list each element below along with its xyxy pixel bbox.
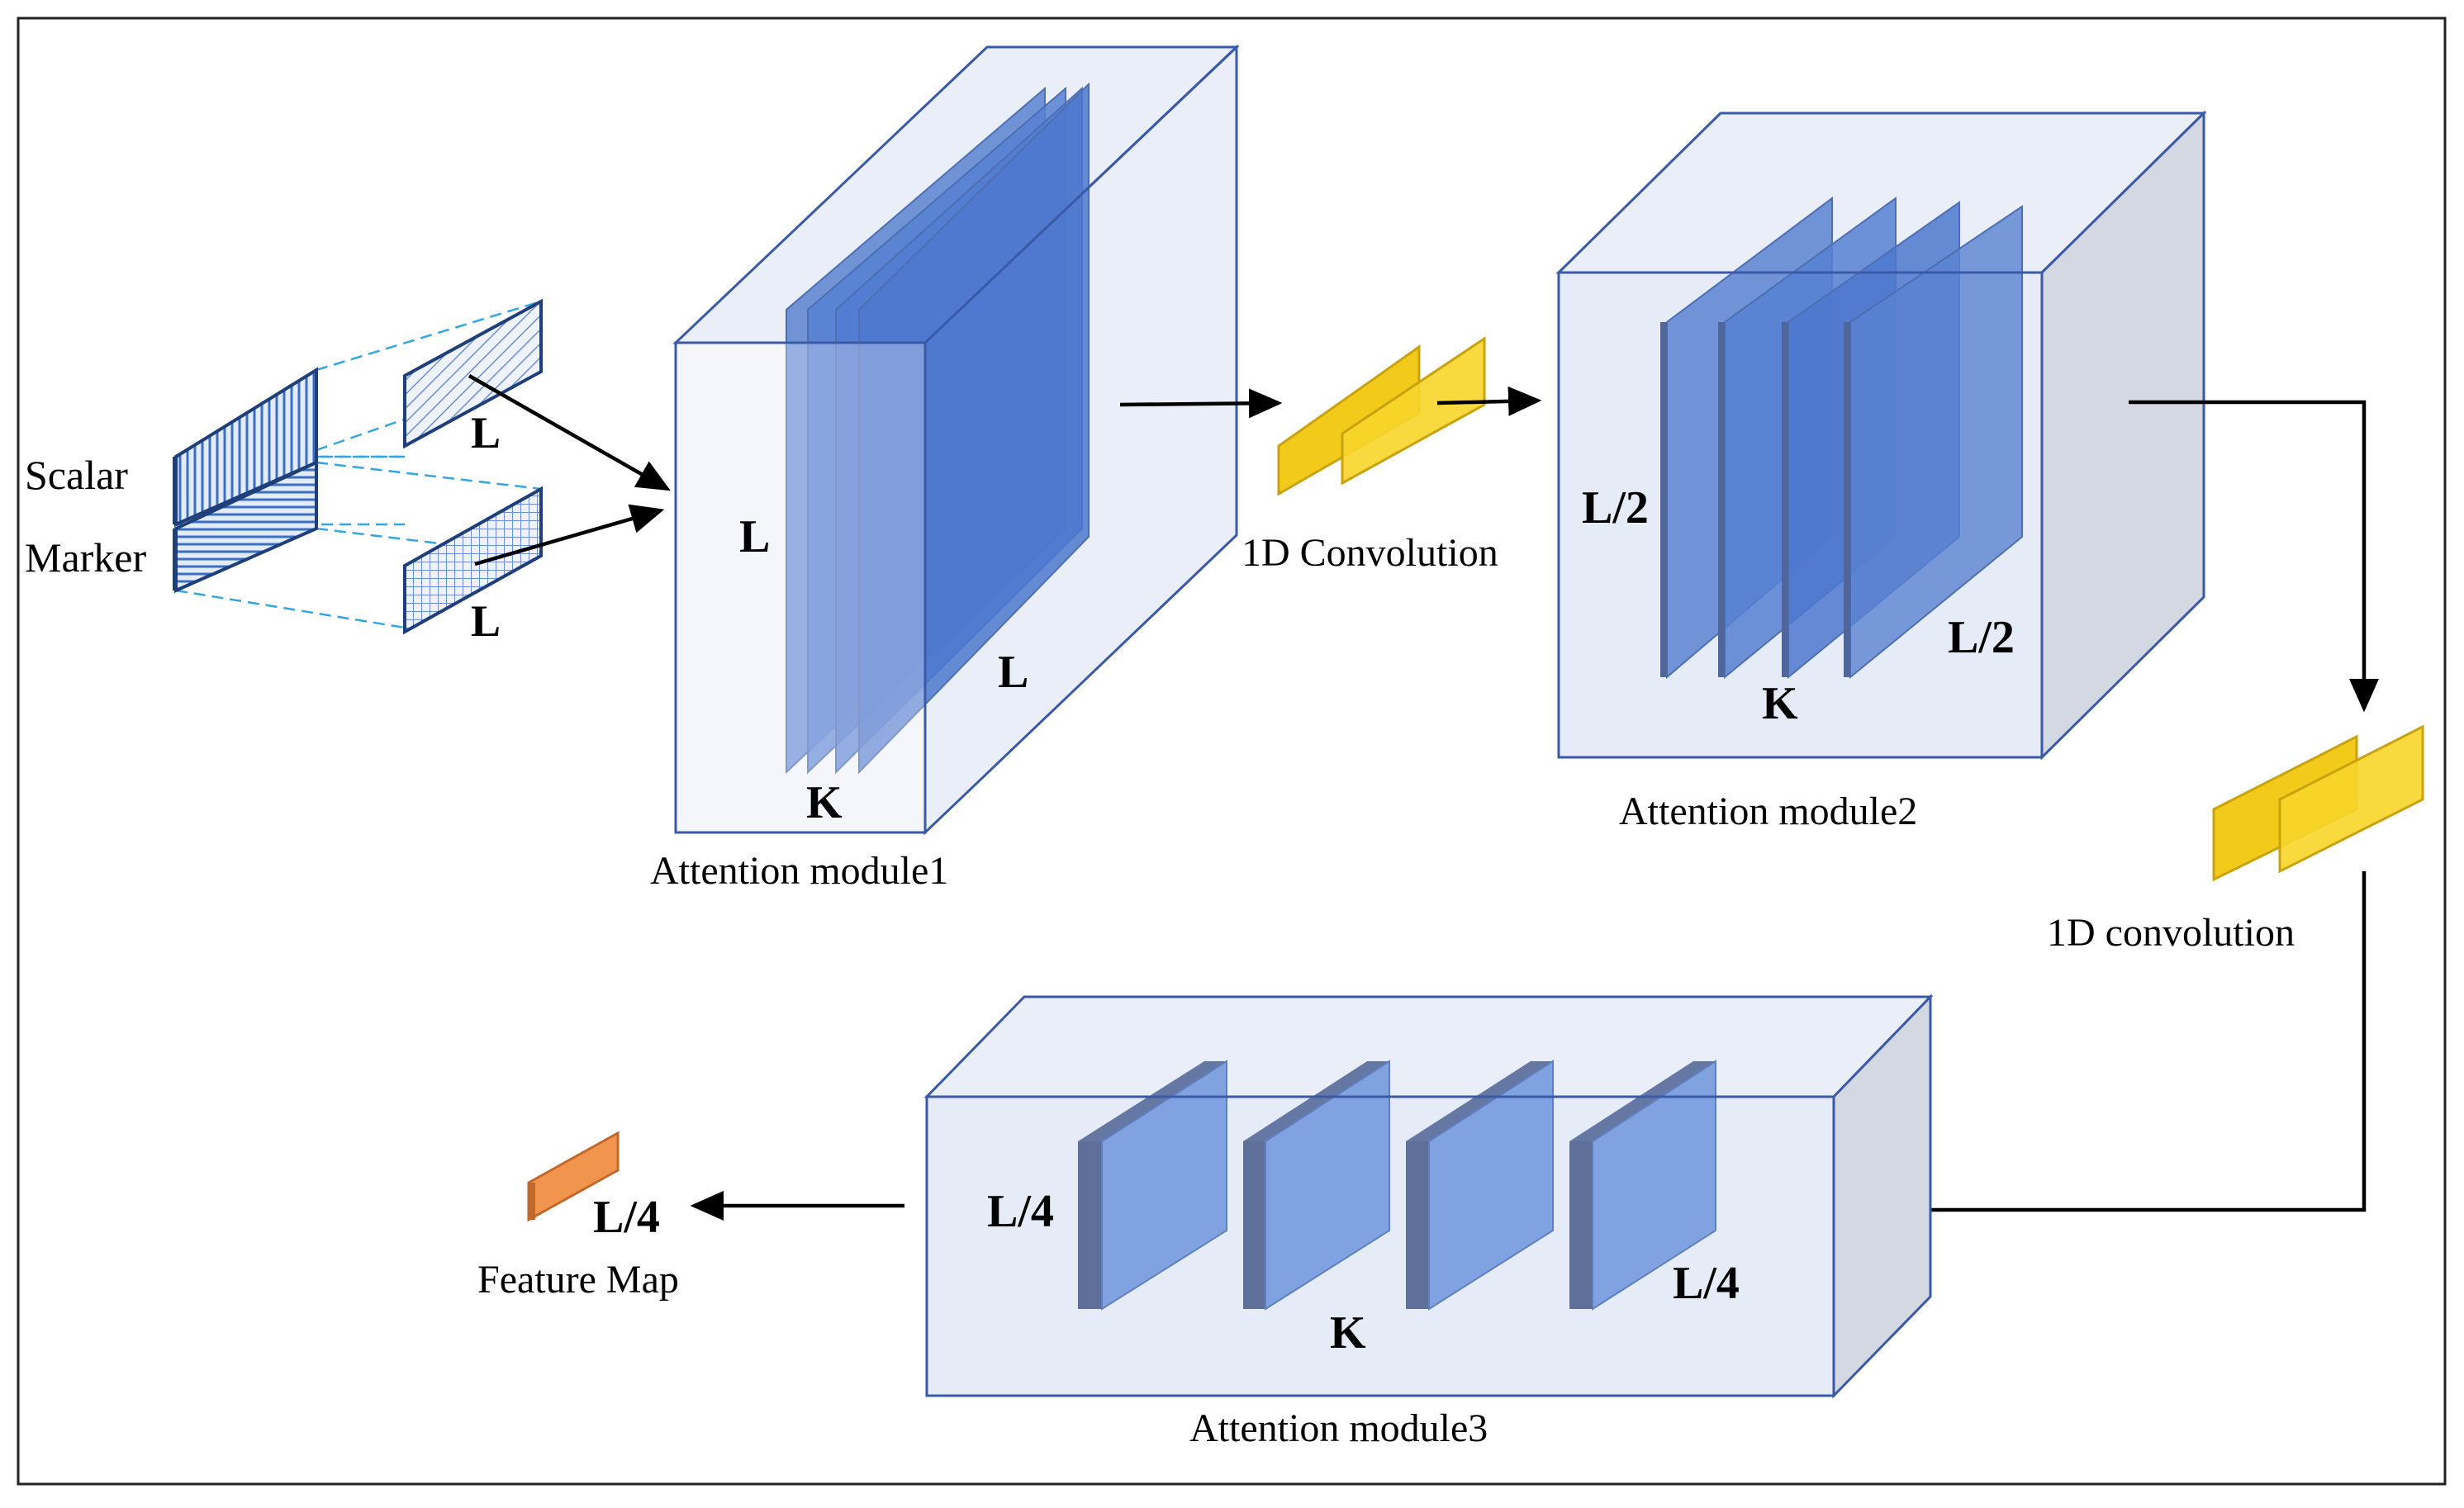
- module1-caption: Attention module1: [650, 849, 948, 893]
- input-dim-bottom: L: [471, 596, 501, 646]
- marker-projection-slice: [403, 486, 543, 635]
- module1-front-face: [674, 341, 927, 834]
- arrow-scalar-to-module1: [468, 374, 671, 491]
- feature-map-output: [527, 1131, 620, 1222]
- module3-caption: Attention module3: [1189, 1406, 1488, 1450]
- arrow-module2-to-conv2: [2129, 400, 2379, 713]
- attention-module3: L/4 L/4 K Attention module3: [923, 993, 1934, 1450]
- module1-attention-slabs: [786, 82, 1090, 775]
- conv2-caption: 1D convolution: [2047, 911, 2295, 955]
- attention-module2: L/2 L/2 K Attention module2: [1555, 110, 2207, 833]
- scalar-label: Scalar: [25, 452, 128, 498]
- conv1-caption: 1D Convolution: [1241, 531, 1498, 575]
- feature-map-caption: Feature Map: [477, 1258, 679, 1302]
- module3-dim-depth: L/4: [1673, 1258, 1740, 1309]
- arrow-conv1-to-module2: [1436, 386, 1542, 416]
- scalar-projection-slice: [403, 298, 543, 449]
- arrow-module1-to-conv1: [1119, 388, 1283, 419]
- attention-module1: L L K Attention module1: [650, 44, 1240, 893]
- module2-dim-height: L/2: [1582, 482, 1649, 533]
- module1-dim-channels: K: [806, 777, 843, 828]
- arrow-marker-to-module1: [474, 504, 665, 567]
- module3-dim-channels: K: [1330, 1307, 1366, 1359]
- figure-border: [17, 17, 2447, 1486]
- module2-caption: Attention module2: [1619, 790, 1917, 833]
- module1-dim-depth: L: [998, 647, 1028, 698]
- module3-dim-height: L/4: [987, 1186, 1054, 1237]
- module2-dim-depth: L/2: [1948, 612, 2015, 663]
- module3-top-face: [923, 995, 1934, 1098]
- module3-attention-slabs: [1078, 1060, 1716, 1311]
- conv1-filters: [1277, 336, 1486, 496]
- feature-map-dim: L/4: [593, 1192, 660, 1243]
- marker-label: Marker: [25, 534, 146, 581]
- marker-embedding-block: [173, 459, 318, 594]
- module2-attention-slabs: [1660, 197, 2023, 680]
- input-embeddings: Scalar Marker L L: [25, 298, 671, 646]
- module1-dim-height: L: [739, 511, 770, 562]
- arrow-conv2-to-module3: [1896, 871, 2367, 1225]
- conv2-filters: [2212, 724, 2424, 882]
- module2-dim-channels: K: [1762, 678, 1798, 729]
- input-dim-top: L: [471, 408, 501, 458]
